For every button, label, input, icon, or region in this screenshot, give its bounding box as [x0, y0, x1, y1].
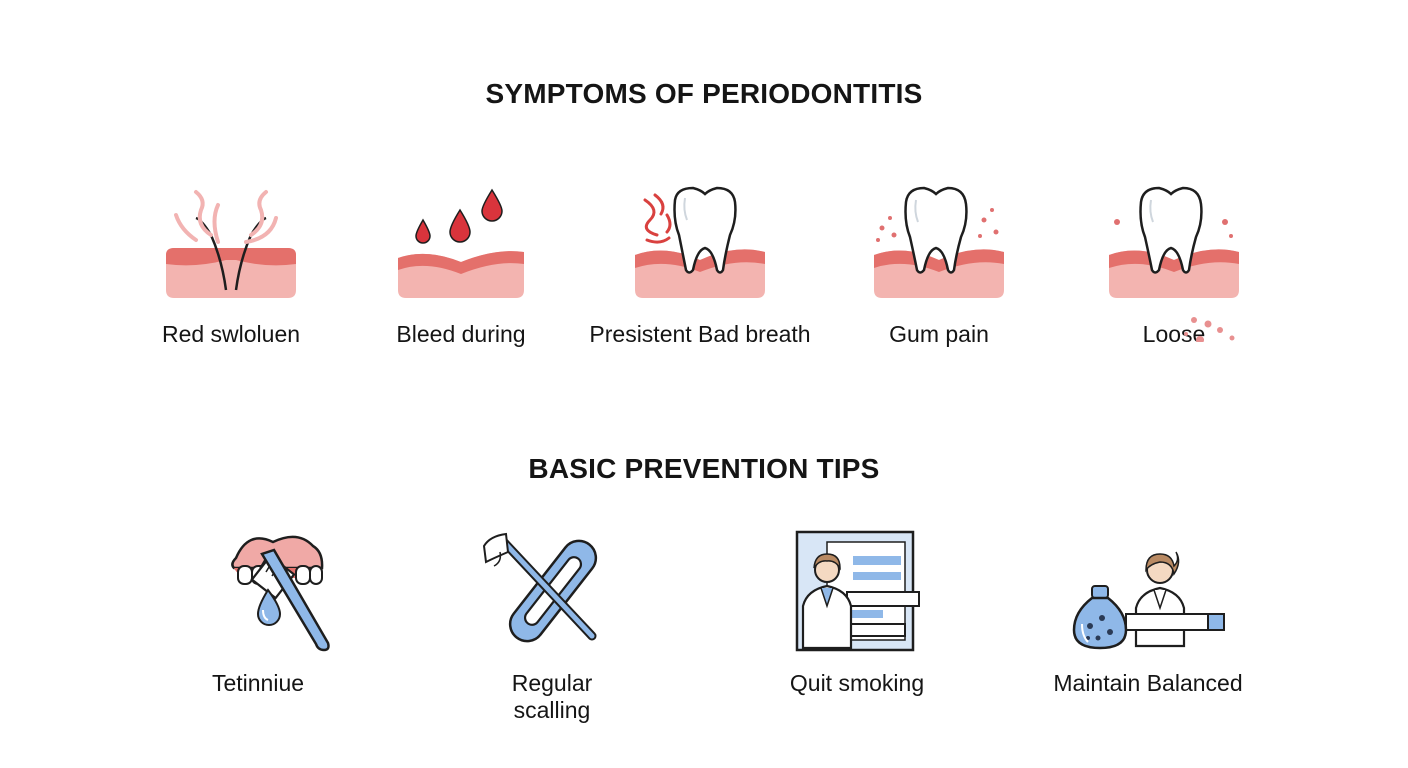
tip-quit-smoking: Quit smoking: [727, 528, 987, 697]
symptom-label: Gum pain: [889, 321, 989, 347]
symptom-gum-pain: Gum pain: [809, 180, 1069, 348]
tip-label: Quit smoking: [789, 670, 925, 696]
doctor-chart-icon: [795, 530, 920, 652]
tip-label: Tetinniue: [211, 670, 305, 696]
symptom-label: Red swloluen: [161, 321, 301, 347]
bad-breath-tooth-icon: [635, 186, 765, 298]
nutrition-person-icon: [1072, 551, 1225, 650]
tip-label: Maintain Balanced: [1053, 670, 1243, 696]
scaling-tools-icon: [482, 532, 598, 643]
toothbrush-teeth-icon: [231, 535, 330, 652]
symptom-label: Bleed during: [396, 321, 526, 347]
symptom-bleed-during: Bleed during: [331, 180, 591, 348]
tip-maintain-balanced: Maintain Balanced: [1018, 528, 1278, 697]
symptom-loose: Loose: [1044, 180, 1304, 348]
symptom-label: Loose: [1142, 321, 1206, 347]
symptom-label: Presistent Bad breath: [589, 321, 811, 347]
loose-tooth-icon: [1109, 186, 1239, 298]
symptoms-section-title: SYMPTOMS OF PERIODONTITIS: [485, 78, 923, 109]
symptom-red-swollen: Red swloluen: [101, 180, 361, 348]
tip-toothbrush: Tetinniue: [128, 528, 388, 697]
bleeding-gum-icon: [398, 188, 524, 298]
swollen-gum-icon: [166, 190, 296, 298]
gum-pain-tooth-icon: [874, 186, 1004, 298]
symptom-bad-breath: Presistent Bad breath: [570, 180, 830, 348]
tip-regular-scaling: Regular scalling: [422, 528, 682, 724]
loose-particles-icon: [1184, 317, 1235, 342]
tip-label: Regular scalling: [511, 670, 593, 723]
prevention-section-title: BASIC PREVENTION TIPS: [528, 453, 880, 484]
